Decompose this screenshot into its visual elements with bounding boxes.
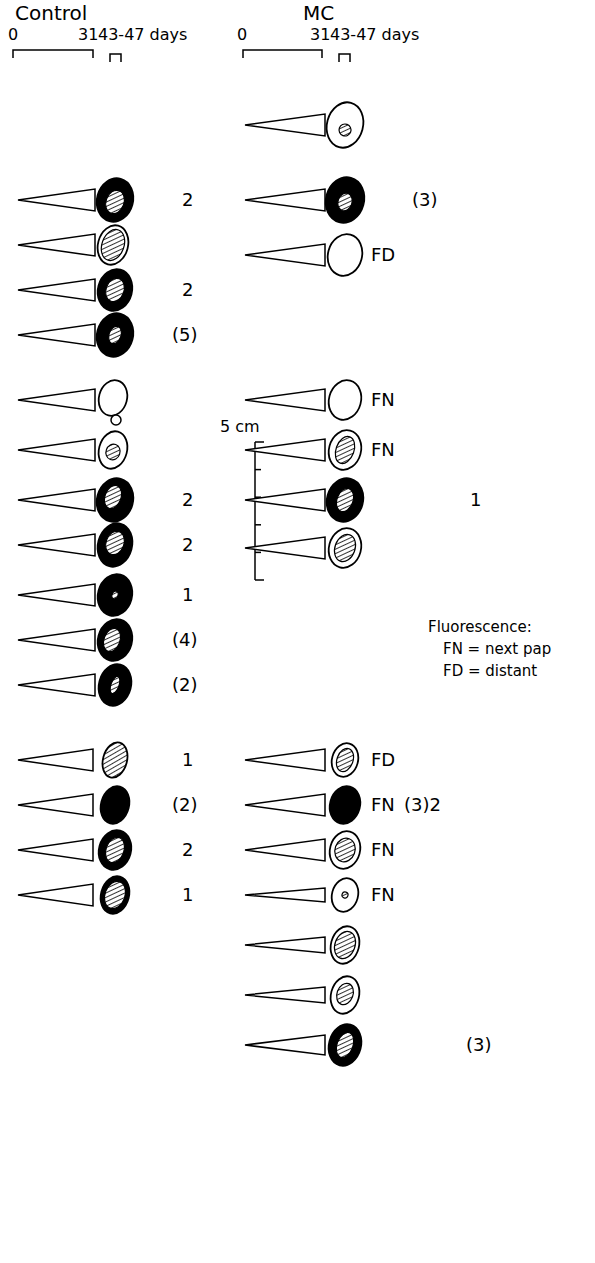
growth-triangle xyxy=(18,189,95,211)
tumor-shape xyxy=(94,661,136,710)
tumor-shape xyxy=(95,377,131,425)
fluorescence-code: FN xyxy=(371,794,395,816)
time-tick: 31 xyxy=(310,24,330,46)
time-tick: 0 xyxy=(8,24,18,46)
growth-triangle xyxy=(18,439,95,461)
column-heading: MC xyxy=(303,2,334,24)
growth-triangle xyxy=(245,439,325,461)
count-number: 1 xyxy=(182,584,193,606)
growth-triangle xyxy=(18,794,93,816)
count-number: (2) xyxy=(172,794,198,816)
count-number: (2) xyxy=(172,674,198,696)
tumor-shape xyxy=(326,828,365,872)
growth-triangle xyxy=(18,884,93,906)
tumor-shape xyxy=(93,570,137,619)
growth-triangle xyxy=(245,244,325,266)
growth-triangle xyxy=(245,749,325,771)
legend-entry: FD = distant xyxy=(443,660,537,682)
fluorescence-code: FN xyxy=(371,389,395,411)
legend-entry: FN = next pap xyxy=(443,638,551,660)
tumor-shape xyxy=(321,173,370,227)
time-bracket xyxy=(13,50,350,62)
tumor-shape xyxy=(326,783,365,827)
column-heading: Control xyxy=(15,2,87,24)
tumor-shape xyxy=(324,525,365,572)
tumor-shape xyxy=(328,740,362,780)
tumor-shape xyxy=(324,427,365,474)
growth-triangles xyxy=(18,114,325,1055)
fluorescence-code: FN xyxy=(371,439,395,461)
tumor-shape xyxy=(327,923,364,967)
tumor-shape xyxy=(328,875,362,915)
tumor-shape xyxy=(92,309,138,361)
tumor-shape xyxy=(93,265,137,314)
tumor-shapes xyxy=(92,98,369,1069)
tumor-shape xyxy=(92,174,138,226)
growth-triangle xyxy=(18,279,95,301)
tumor-shape xyxy=(327,973,364,1017)
tumor-shape xyxy=(94,827,135,874)
growth-triangle xyxy=(245,888,325,902)
tumor-shape xyxy=(97,873,134,917)
growth-triangle xyxy=(18,324,95,346)
tumor-shape xyxy=(322,98,369,152)
growth-triangle xyxy=(245,794,325,816)
tumor-shape xyxy=(93,222,132,268)
count-number: 2 xyxy=(182,839,193,861)
legend-heading: Fluorescence: xyxy=(428,616,532,638)
tumor-shape xyxy=(92,474,138,526)
fluorescence-code: FD xyxy=(371,749,395,771)
count-number: (5) xyxy=(172,324,198,346)
count-number: 1 xyxy=(182,884,193,906)
time-tick: 31 xyxy=(78,24,98,46)
fluorescence-code: FN xyxy=(371,884,395,906)
tumor-shape xyxy=(97,783,134,827)
growth-triangle xyxy=(18,489,95,511)
count-number: 2 xyxy=(182,189,193,211)
tumor-shape xyxy=(95,428,132,472)
growth-triangle xyxy=(18,584,95,606)
growth-triangle xyxy=(245,937,325,953)
count-number: 2 xyxy=(182,279,193,301)
scale-label: 5 cm xyxy=(220,416,260,438)
time-tick: 0 xyxy=(237,24,247,46)
growth-triangle xyxy=(18,839,93,861)
tumor-shape xyxy=(93,615,137,664)
count-number: (3) xyxy=(412,189,438,211)
count-number: 1 xyxy=(470,489,481,511)
count-number: 2 xyxy=(182,534,193,556)
count-number: 1 xyxy=(182,749,193,771)
tumor-shape xyxy=(324,1021,366,1070)
growth-triangle xyxy=(18,389,95,411)
tumor-shape xyxy=(93,519,137,570)
growth-triangle xyxy=(245,839,325,861)
count-number: (3)2 xyxy=(404,794,441,816)
count-number: (4) xyxy=(172,629,198,651)
growth-triangle xyxy=(245,537,325,559)
scale-bar xyxy=(255,442,264,580)
count-number: (3) xyxy=(466,1034,492,1056)
growth-triangle xyxy=(245,189,325,211)
growth-triangle xyxy=(18,629,95,651)
time-tick: 43-47 days xyxy=(98,24,187,46)
time-tick: 43-47 days xyxy=(330,24,419,46)
growth-triangle xyxy=(18,534,95,556)
growth-triangle xyxy=(245,1035,325,1055)
growth-triangle xyxy=(18,234,95,256)
fluorescence-code: FD xyxy=(371,244,395,266)
count-number: 2 xyxy=(182,489,193,511)
growth-triangle xyxy=(245,489,325,511)
tumor-shape xyxy=(99,740,131,781)
tumor-shape xyxy=(323,230,367,279)
growth-triangle xyxy=(18,674,95,696)
growth-triangle xyxy=(245,389,325,411)
fluorescence-code: FN xyxy=(371,839,395,861)
growth-triangle xyxy=(18,749,93,771)
growth-triangle xyxy=(245,987,325,1003)
tumor-shape xyxy=(324,377,365,424)
growth-triangle xyxy=(245,114,325,136)
tumor-shape xyxy=(322,474,368,526)
